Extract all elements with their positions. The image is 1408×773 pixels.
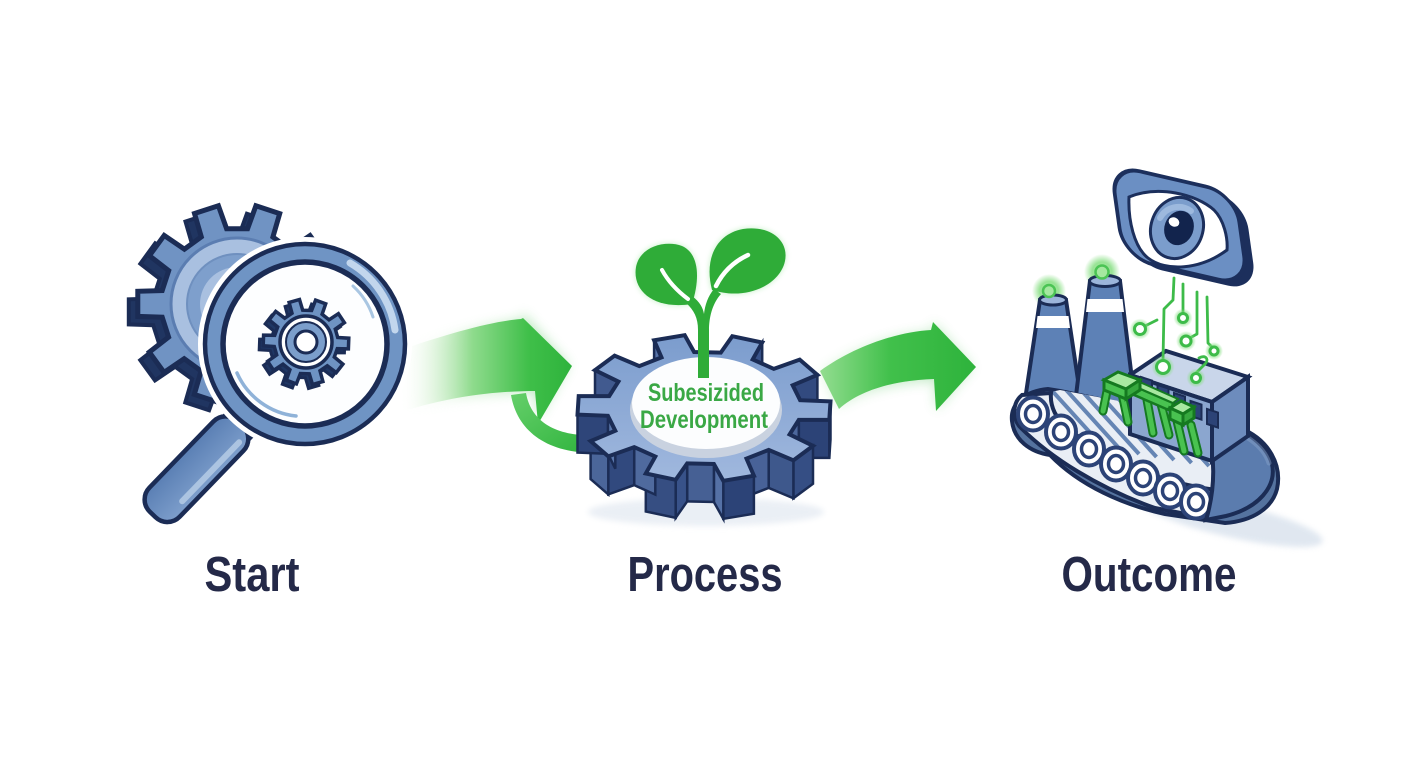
svg-text:Development: Development [640,406,769,434]
svg-text:Subesizided: Subesizided [648,379,764,407]
svg-text:Outcome: Outcome [1062,548,1237,602]
svg-text:Start: Start [205,548,300,602]
svg-text:Process: Process [628,548,783,602]
